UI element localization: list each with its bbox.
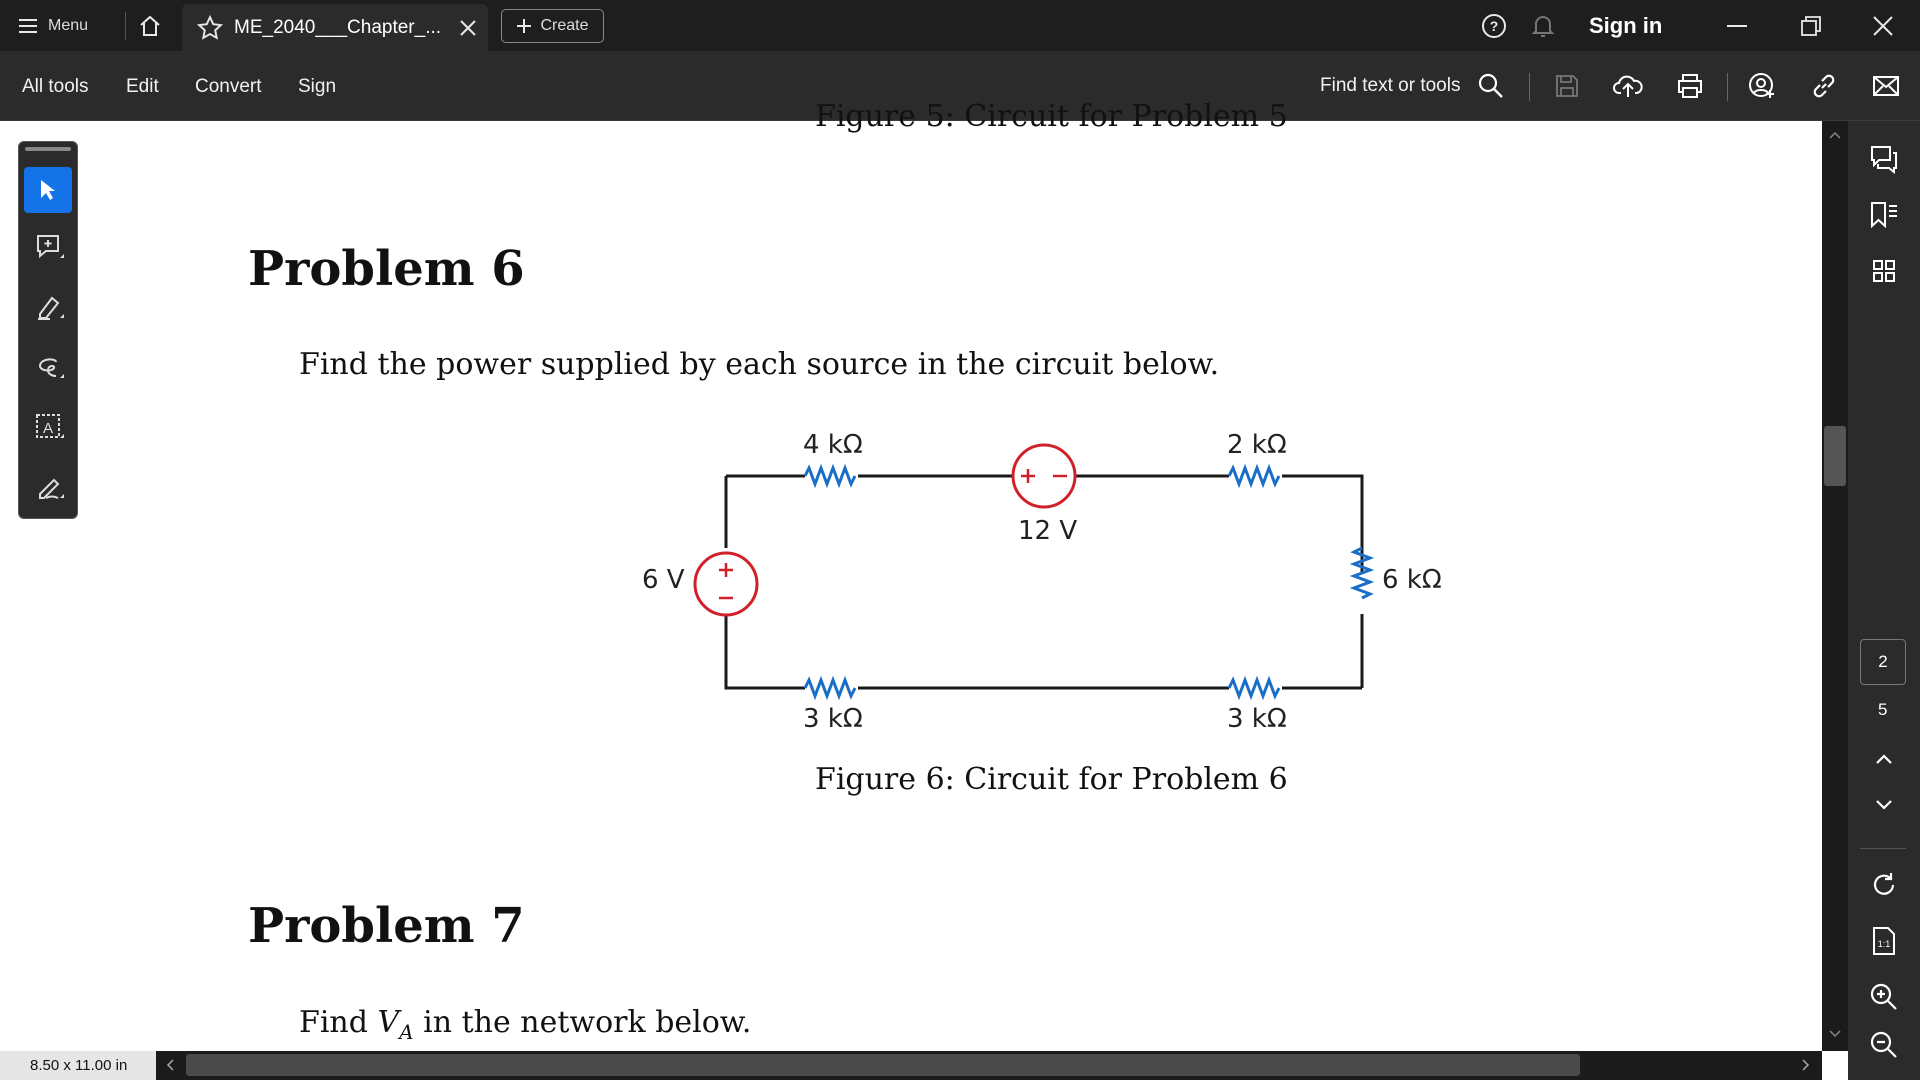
- scroll-down-arrow-icon[interactable]: [1827, 1026, 1843, 1042]
- current-page-number: 2: [1878, 652, 1888, 671]
- save-icon[interactable]: [1552, 71, 1582, 101]
- label-source-left: 6 V: [642, 565, 685, 595]
- problem6-text: Find the power supplied by each source i…: [299, 347, 1220, 382]
- highlighter-icon[interactable]: [29, 287, 69, 327]
- problem7-variable: V: [377, 1005, 400, 1040]
- select-tool[interactable]: [24, 167, 72, 213]
- toolbar-edit[interactable]: Edit: [126, 76, 159, 97]
- label-r-top-left: 4 kΩ: [803, 430, 863, 460]
- page-down-icon[interactable]: [1870, 793, 1898, 817]
- problem6-heading: Problem 6: [248, 241, 525, 297]
- text-select-icon[interactable]: A: [29, 407, 69, 447]
- label-r-bottom-left: 3 kΩ: [803, 704, 863, 734]
- menu-button[interactable]: Menu: [18, 10, 108, 42]
- menu-label: Menu: [48, 17, 89, 34]
- close-icon[interactable]: [456, 16, 480, 40]
- toolbar-convert[interactable]: Convert: [195, 76, 262, 97]
- previous-figure-caption: Figure 5: Circuit for Problem 5: [815, 99, 1288, 134]
- current-page-box[interactable]: 2: [1860, 639, 1906, 685]
- minimize-icon[interactable]: [1723, 12, 1751, 40]
- total-pages: 5: [1878, 700, 1888, 719]
- plus-icon: [516, 18, 532, 34]
- hamburger-icon: [18, 18, 38, 34]
- divider: [1860, 848, 1906, 849]
- page-size-status: 8.50 x 11.00 in: [0, 1051, 156, 1080]
- restore-icon[interactable]: [1797, 12, 1825, 40]
- right-side-panel: 2 5 1:1: [1848, 121, 1920, 1080]
- scroll-right-arrow-icon[interactable]: [1798, 1057, 1814, 1073]
- resistor-top-right: [1227, 463, 1281, 489]
- divider: [1727, 73, 1728, 101]
- problem7-heading: Problem 7: [248, 898, 525, 954]
- rotate-icon[interactable]: [1866, 867, 1902, 903]
- star-icon[interactable]: [196, 14, 224, 42]
- zoom-out-icon[interactable]: [1866, 1027, 1902, 1063]
- problem7-text: Find VA in the network below.: [299, 1005, 751, 1044]
- label-r-right: 6 kΩ: [1382, 565, 1442, 595]
- page-up-icon[interactable]: [1870, 747, 1898, 771]
- toolbar-sign[interactable]: Sign: [298, 76, 337, 97]
- voltage-source-top: [1011, 443, 1077, 509]
- label-source-top: 12 V: [1018, 516, 1078, 546]
- mail-icon[interactable]: [1870, 71, 1902, 101]
- voltage-source-left: [693, 551, 759, 617]
- svg-text:A: A: [43, 420, 53, 437]
- problem7-text-pre: Find: [299, 1005, 378, 1040]
- title-bar: Menu ME_2040___Chapter_... Create ? Sign…: [0, 0, 1920, 51]
- fit-page-icon[interactable]: 1:1: [1866, 923, 1902, 959]
- bookmark-panel-icon[interactable]: [1866, 197, 1902, 233]
- tab-title: ME_2040___Chapter_...: [234, 17, 442, 38]
- zoom-in-icon[interactable]: [1866, 979, 1902, 1015]
- circuit-diagram: [693, 443, 1375, 701]
- figure6-caption: Figure 6: Circuit for Problem 6: [815, 762, 1288, 797]
- find-text-button[interactable]: Find text or tools: [1320, 75, 1461, 96]
- print-icon[interactable]: [1674, 71, 1706, 101]
- toolbar-all-tools[interactable]: All tools: [22, 76, 89, 97]
- resistor-right: [1349, 546, 1375, 600]
- divider: [1529, 73, 1530, 101]
- tools-strip-handle[interactable]: [25, 147, 71, 151]
- scroll-left-arrow-icon[interactable]: [162, 1057, 178, 1073]
- scroll-up-arrow-icon[interactable]: [1827, 127, 1843, 143]
- bell-icon[interactable]: [1529, 12, 1557, 40]
- select-cursor-icon: [36, 177, 60, 203]
- window-close-icon[interactable]: [1869, 12, 1897, 40]
- link-icon[interactable]: [1808, 71, 1840, 101]
- svg-text:?: ?: [1490, 18, 1499, 34]
- label-r-top-right: 2 kΩ: [1227, 430, 1287, 460]
- home-icon[interactable]: [136, 12, 164, 40]
- horizontal-scroll-thumb[interactable]: [186, 1054, 1580, 1076]
- add-comment-icon[interactable]: [29, 227, 69, 267]
- main-toolbar: All tools Edit Convert Sign Find text or…: [0, 51, 1920, 121]
- page-size-label: 8.50 x 11.00 in: [30, 1057, 128, 1074]
- problem7-text-post: in the network below.: [413, 1005, 752, 1040]
- search-icon[interactable]: [1476, 71, 1506, 101]
- sign-pen-icon[interactable]: [29, 467, 69, 507]
- document-tab[interactable]: ME_2040___Chapter_...: [182, 4, 488, 51]
- problem7-subscript: A: [399, 1020, 414, 1044]
- sign-in-link[interactable]: Sign in: [1589, 13, 1663, 38]
- comment-panel-icon[interactable]: [1866, 141, 1902, 177]
- vertical-scroll-thumb[interactable]: [1824, 426, 1846, 486]
- help-icon[interactable]: ?: [1480, 12, 1508, 40]
- quick-tools-strip: A: [18, 141, 78, 519]
- resistor-bottom-right: [1227, 675, 1281, 701]
- document-page: Figure 5: Circuit for Problem 5 Problem …: [0, 99, 1822, 1051]
- label-r-bottom-right: 3 kΩ: [1227, 704, 1287, 734]
- divider: [125, 12, 126, 40]
- svg-text:1:1: 1:1: [1878, 939, 1891, 949]
- share-user-icon[interactable]: [1746, 71, 1778, 101]
- resistor-bottom-left: [803, 675, 857, 701]
- create-button[interactable]: Create: [501, 9, 604, 43]
- grid-panel-icon[interactable]: [1866, 253, 1902, 289]
- horizontal-scrollbar[interactable]: [156, 1051, 1822, 1080]
- resistor-top-left: [803, 463, 857, 489]
- lasso-icon[interactable]: [29, 347, 69, 387]
- create-label: Create: [540, 17, 589, 34]
- upload-cloud-icon[interactable]: [1612, 71, 1644, 101]
- vertical-scrollbar[interactable]: [1822, 121, 1848, 1051]
